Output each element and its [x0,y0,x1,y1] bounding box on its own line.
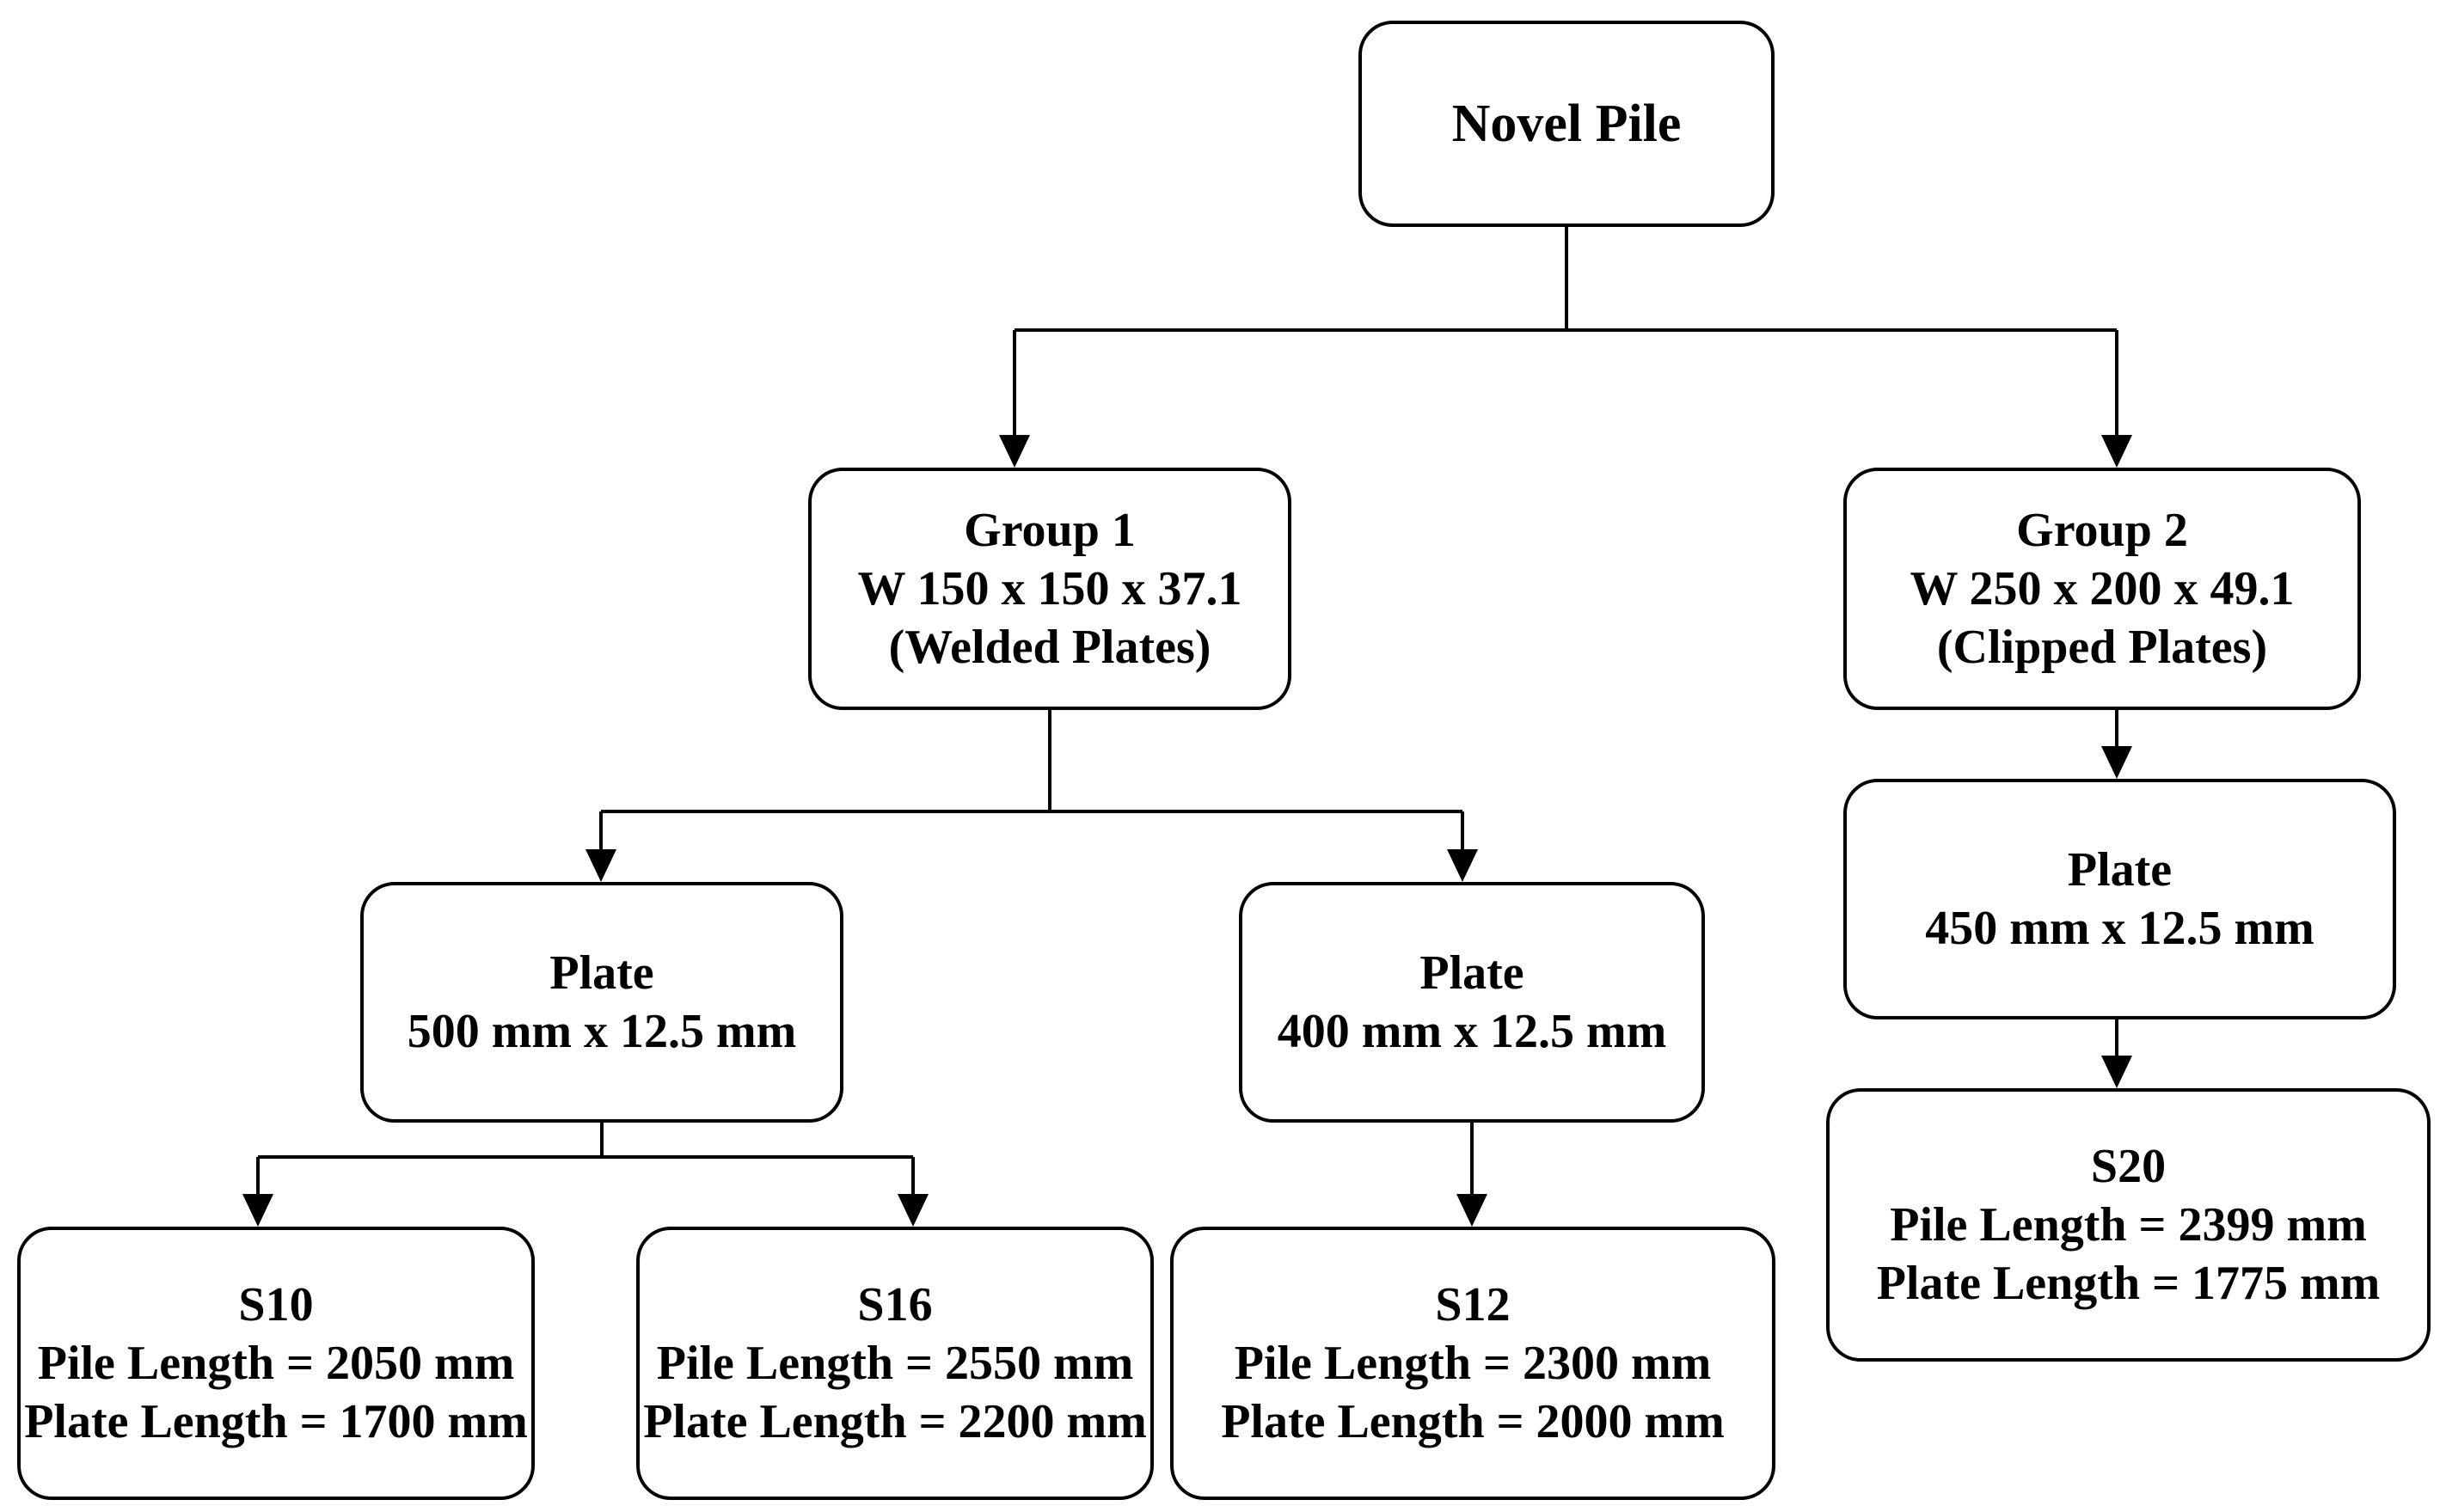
node-plate-length: Plate Length = 2200 mm [643,1395,1147,1448]
node-title: Novel Pile [1451,95,1682,153]
node-title: S10 [238,1278,314,1331]
arrowhead-group1 [999,435,1030,468]
connector-root-to-groups [1015,227,2117,332]
node-title: S16 [857,1278,933,1331]
node-plate-length: Plate Length = 1775 mm [1876,1257,2381,1310]
arrowhead-s20 [2101,1056,2132,1088]
node-group-1: Group 1 W 150 x 150 x 37.1 (Welded Plate… [808,468,1291,710]
node-specimen-s12: S12 Pile Length = 2300 mm Plate Length =… [1170,1227,1775,1500]
node-dimensions: 400 mm x 12.5 mm [1277,1005,1667,1058]
node-plate-length: Plate Length = 2000 mm [1221,1395,1725,1448]
node-title: Plate [2067,843,2173,897]
node-novel-pile: Novel Pile [1358,21,1775,227]
node-specimen-s16: S16 Pile Length = 2550 mm Plate Length =… [636,1227,1154,1500]
node-pile-length: Pile Length = 2550 mm [656,1337,1134,1390]
node-plate-450: Plate 450 mm x 12.5 mm [1843,779,2396,1019]
node-note: (Welded Plates) [888,621,1211,674]
node-title: S12 [1435,1278,1511,1331]
connector-plate1-to-specimens [258,1123,913,1159]
node-dimensions: 450 mm x 12.5 mm [1925,902,2314,955]
node-pile-length: Pile Length = 2300 mm [1234,1337,1712,1390]
node-note: (Clipped Plates) [1936,621,2268,674]
node-pile-length: Pile Length = 2050 mm [37,1337,515,1390]
node-plate-400: Plate 400 mm x 12.5 mm [1239,882,1705,1123]
node-pile-length: Pile Length = 2399 mm [1890,1198,2367,1252]
arrowhead-plate3 [2101,746,2132,779]
node-title: Group 1 [964,504,1136,557]
node-title: Plate [1419,946,1524,1000]
connector-group1-to-plates [601,710,1462,813]
node-section: W 150 x 150 x 37.1 [857,562,1242,615]
node-section: W 250 x 200 x 49.1 [1910,562,2295,615]
arrowhead-s12 [1456,1194,1487,1227]
arrowhead-plate1 [585,849,616,882]
node-specimen-s10: S10 Pile Length = 2050 mm Plate Length =… [17,1227,535,1500]
arrowhead-s10 [242,1194,273,1227]
node-title: Plate [549,946,654,1000]
node-plate-500: Plate 500 mm x 12.5 mm [360,882,843,1123]
node-plate-length: Plate Length = 1700 mm [24,1395,528,1448]
node-specimen-s20: S20 Pile Length = 2399 mm Plate Length =… [1826,1088,2431,1362]
arrowhead-plate2 [1447,849,1478,882]
node-group-2: Group 2 W 250 x 200 x 49.1 (Clipped Plat… [1843,468,2361,710]
node-title: Group 2 [2016,504,2188,557]
arrowhead-s16 [898,1194,929,1227]
node-title: S20 [2090,1140,2167,1193]
arrowhead-group2 [2101,435,2132,468]
node-dimensions: 500 mm x 12.5 mm [407,1005,797,1058]
